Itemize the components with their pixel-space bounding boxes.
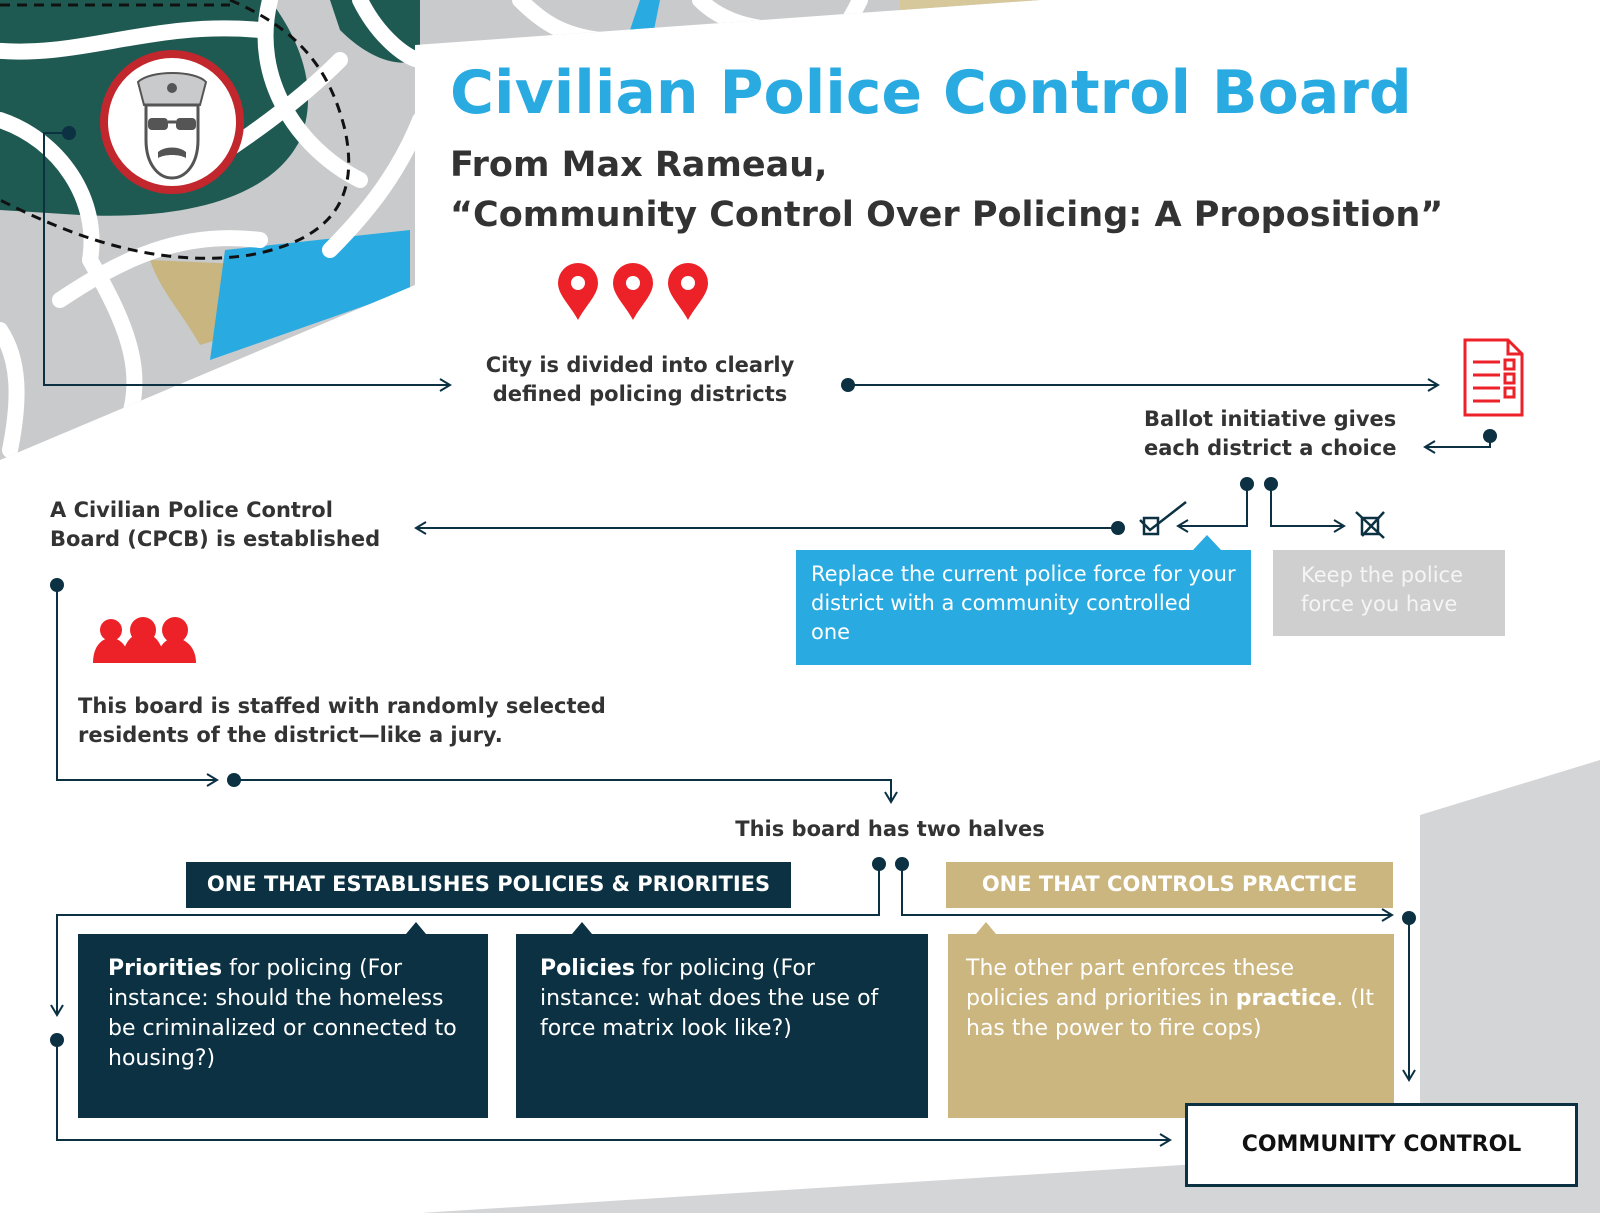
- step-ballot: Ballot initiative gives each district a …: [1144, 407, 1397, 460]
- option-keep-text: Keep the police force you have: [1301, 563, 1464, 616]
- subtitle-line-2: “Community Control Over Policing: A Prop…: [450, 195, 1444, 235]
- page-title: Civilian Police Control Board: [450, 58, 1412, 128]
- checkmark-icon: [1139, 501, 1187, 536]
- practice-text-2: . (It has the power to fire cops): [966, 986, 1374, 1041]
- step-cpcb: A Civilian Police Control Board (CPCB) i…: [50, 498, 381, 551]
- people-group-icon: [93, 617, 196, 663]
- flow-connectors: [43, 132, 1491, 1147]
- priorities-text: for policing (For instance: should the h…: [108, 956, 457, 1071]
- community-control-box: COMMUNITY CONTROL: [1185, 1103, 1578, 1187]
- policies-header: ONE THAT ESTABLISHES POLICIES & PRIORITI…: [186, 862, 791, 908]
- practice-header: ONE THAT CONTROLS PRACTICE: [946, 862, 1393, 908]
- police-officer-icon: [100, 50, 244, 194]
- practice-text-1: The other part enforces these policies a…: [966, 956, 1295, 1011]
- policies-bold: Policies: [540, 956, 635, 981]
- map-pin-icon: [558, 263, 708, 320]
- step-districts: City is divided into clearly defined pol…: [485, 353, 795, 406]
- priorities-bold: Priorities: [108, 956, 223, 981]
- page-subtitle: From Max Rameau, “Community Control Over…: [450, 140, 1570, 240]
- option-replace-text: Replace the current police force for you…: [811, 562, 1236, 644]
- crossed-box-icon: [1355, 511, 1385, 539]
- practice-box: The other part enforces these policies a…: [948, 934, 1394, 1118]
- policies-box: Policies for policing (For instance: wha…: [516, 934, 928, 1118]
- option-replace-box: Replace the current police force for you…: [796, 550, 1251, 665]
- connector-dots: [50, 126, 1497, 1047]
- practice-bold: practice: [1235, 986, 1337, 1011]
- ballot-document-icon: [1463, 338, 1524, 417]
- option-keep-box: Keep the police force you have: [1273, 550, 1505, 636]
- step-staffed: This board is staffed with randomly sele…: [78, 694, 606, 747]
- subtitle-line-1: From Max Rameau,: [450, 145, 828, 185]
- priorities-box: Priorities for policing (For instance: s…: [78, 934, 488, 1118]
- policies-text: for policing (For instance: what does th…: [540, 956, 879, 1041]
- step-two-halves: This board has two halves: [735, 817, 1045, 841]
